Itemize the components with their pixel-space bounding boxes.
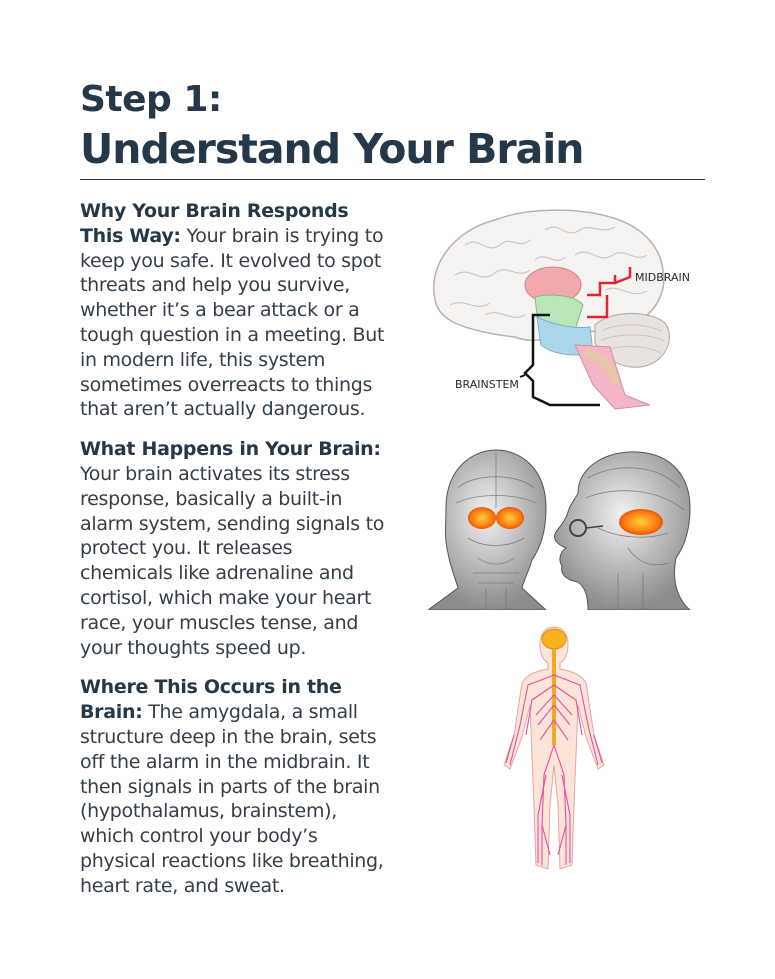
title-step: Step 1:	[80, 79, 222, 120]
nervous-system-illustration	[503, 626, 605, 870]
midbrain-label: MIDBRAIN	[635, 271, 690, 284]
title-main: Understand Your Brain	[80, 125, 584, 173]
section-title: Why Your Brain Responds This Way:	[80, 200, 349, 247]
brainstem-label: BRAINSTEM	[455, 378, 519, 391]
section-paragraph: Why Your Brain Responds This Way: Your b…	[80, 199, 385, 422]
section-paragraph: Where This Occurs in the Brain: The amyg…	[80, 675, 385, 898]
title-divider	[80, 179, 705, 180]
page-title: Step 1: Understand Your Brain	[80, 76, 584, 174]
heads-scan-illustration	[428, 449, 691, 610]
text-column: Why Your Brain Responds This Way: Your b…	[80, 199, 385, 914]
section-title: Where This Occurs in the Brain:	[80, 676, 342, 724]
section-paragraph: What Happens in Your Brain: Your brain a…	[80, 437, 385, 660]
section-body: Your brain activates its stress response…	[80, 462, 385, 659]
section-body: The amygdala, a small structure deep in …	[80, 701, 384, 897]
brain-diagram: MIDBRAIN BRAINSTEM	[432, 209, 690, 410]
section-body: Your brain is trying to keep you safe. I…	[80, 224, 385, 421]
section-title: What Happens in Your Brain:	[80, 438, 381, 461]
